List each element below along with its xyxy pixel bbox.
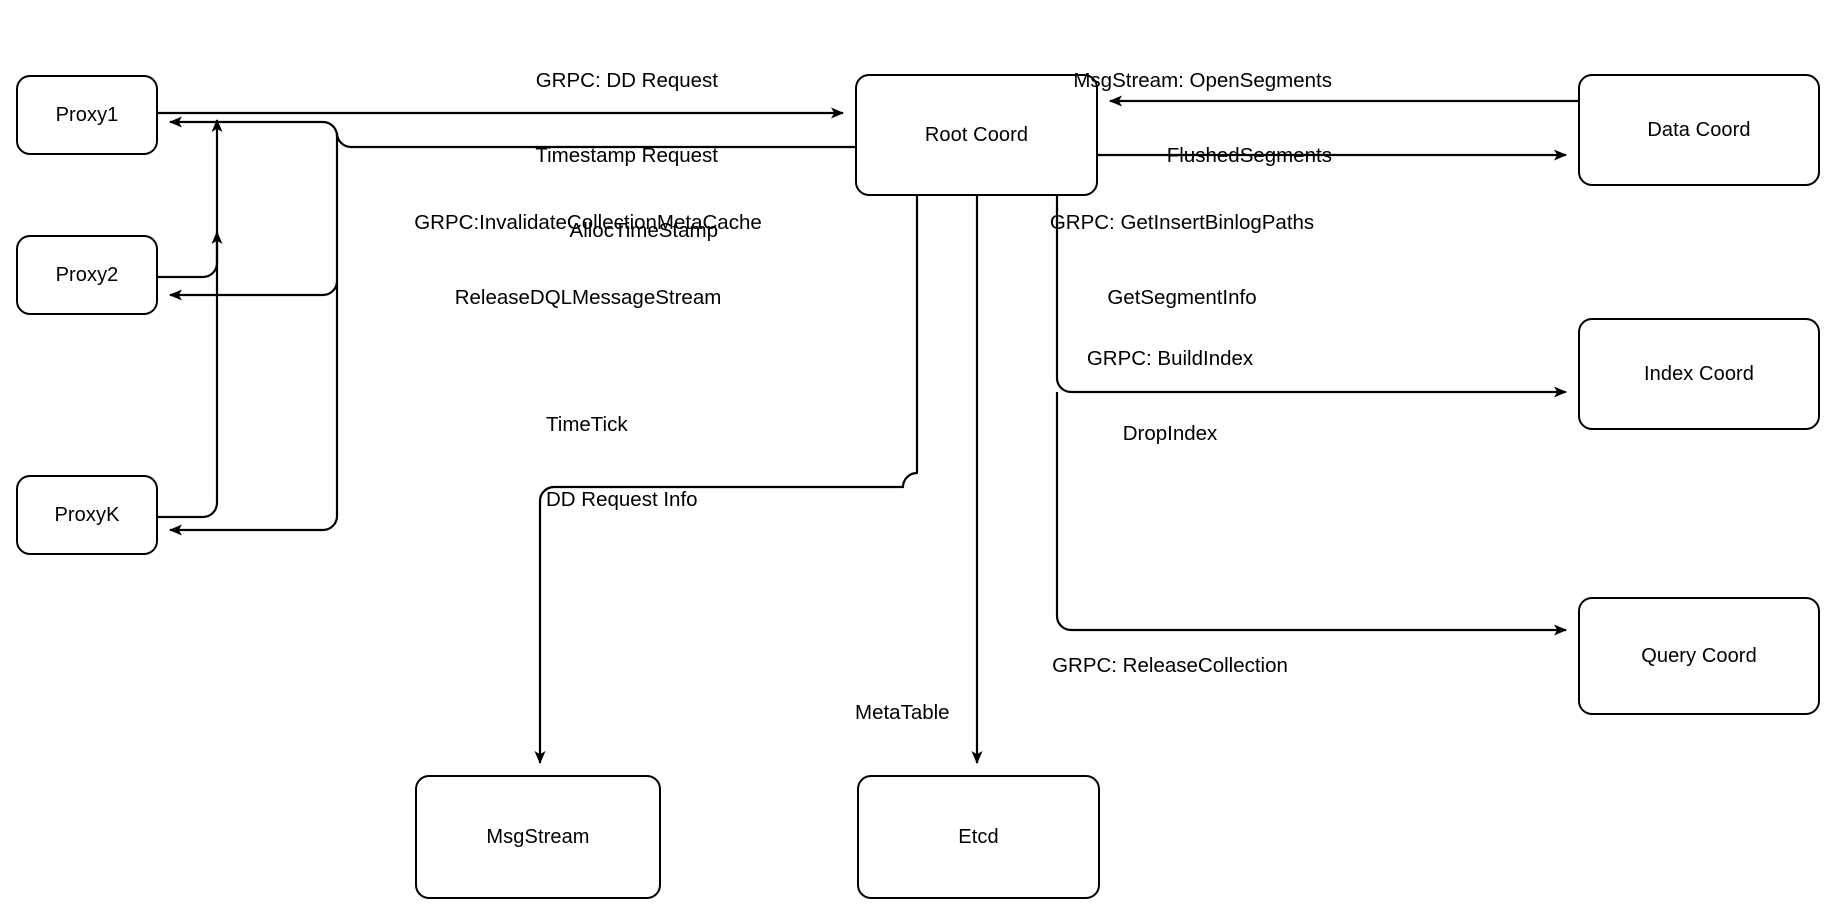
edge-label-root-to-querycoord: GRPC: ReleaseCollection (1040, 603, 1300, 728)
node-data-coord[interactable]: Data Coord (1578, 74, 1820, 186)
node-proxy2[interactable]: Proxy2 (16, 235, 158, 315)
connector-proxyk-to-rootcoord (158, 119, 223, 519)
node-root-coord-label: Root Coord (924, 124, 1029, 146)
edge-label-root-to-datacoord-line-1: GRPC: GetInsertBinlogPaths (1049, 211, 1315, 234)
node-msgstream[interactable]: MsgStream (415, 775, 661, 899)
edge-label-root-to-indexcoord-line-2: DropIndex (1122, 422, 1218, 445)
edge-label-root-to-indexcoord: GRPC: BuildIndex DropIndex (1040, 296, 1300, 496)
edge-label-root-to-proxy: GRPC:InvalidateCollectionMetaCache Relea… (378, 160, 798, 360)
edge-label-root-to-msgstream-line-2: DD Request Info (546, 488, 698, 511)
node-proxy1[interactable]: Proxy1 (16, 75, 158, 155)
edge-label-proxy-to-root-line-2: Timestamp Request (535, 144, 718, 167)
node-proxyk-label: ProxyK (54, 504, 120, 526)
node-index-coord-label: Index Coord (1643, 363, 1755, 385)
node-msgstream-label: MsgStream (486, 826, 590, 848)
connector-return-bus-riser (169, 134, 339, 536)
node-query-coord[interactable]: Query Coord (1578, 597, 1820, 715)
node-proxy1-label: Proxy1 (55, 104, 119, 126)
node-proxy2-label: Proxy2 (55, 264, 119, 286)
node-proxyk[interactable]: ProxyK (16, 475, 158, 555)
node-index-coord[interactable]: Index Coord (1578, 318, 1820, 430)
edge-label-proxy-to-root-line-1: GRPC: DD Request (535, 69, 718, 92)
edge-label-root-to-proxy-line-2: ReleaseDQLMessageStream (454, 286, 722, 309)
edge-label-root-to-proxy-line-1: GRPC:InvalidateCollectionMetaCache (414, 211, 762, 234)
node-etcd[interactable]: Etcd (857, 775, 1100, 899)
connector-proxy2-to-rootcoord (158, 231, 223, 279)
edge-label-root-to-indexcoord-line-1: GRPC: BuildIndex (1086, 347, 1254, 370)
edge-label-root-to-msgstream: TimeTick DD Request Info (546, 362, 846, 562)
node-root-coord[interactable]: Root Coord (855, 74, 1098, 196)
node-data-coord-label: Data Coord (1647, 119, 1751, 141)
edge-label-root-to-etcd: MetaTable (855, 650, 985, 775)
edge-label-root-to-querycoord-line-1: GRPC: ReleaseCollection (1052, 654, 1288, 677)
node-query-coord-label: Query Coord (1641, 645, 1757, 667)
edge-label-datacoord-to-root: MsgStream: OpenSegments FlushedSegments (1032, 18, 1332, 218)
connector-rootcoord-to-proxy2 (169, 280, 339, 301)
node-etcd-label: Etcd (958, 826, 999, 848)
edge-label-root-to-etcd-line-1: MetaTable (855, 701, 950, 724)
edge-label-root-to-msgstream-line-1: TimeTick (546, 413, 628, 436)
edge-label-datacoord-to-root-line-1: MsgStream: OpenSegments (1073, 69, 1332, 92)
